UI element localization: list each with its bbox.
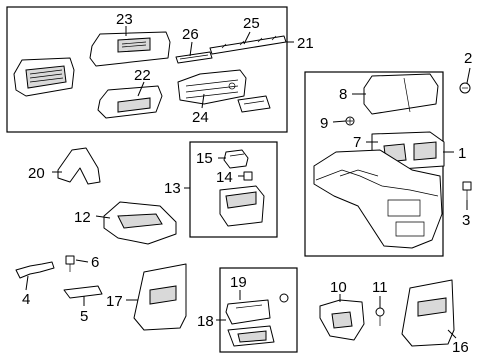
bracket-5 <box>63 285 103 299</box>
leader-24 <box>201 93 205 109</box>
bracket-20 <box>57 147 101 185</box>
callout-11: 11 <box>372 279 388 296</box>
air-vent-outlet <box>13 57 75 97</box>
callout-15: 15 <box>196 150 213 167</box>
leader-26 <box>189 41 193 57</box>
trim-strip-26 <box>175 51 213 64</box>
small-switch <box>237 95 271 113</box>
cup-holder-group-box <box>189 141 278 238</box>
switch-knob-15 <box>223 149 249 169</box>
callout-26: 26 <box>182 26 199 43</box>
bolt-11 <box>375 307 385 326</box>
control-unit-24 <box>177 69 247 105</box>
switch-panel-22 <box>97 85 163 119</box>
pocket-13 <box>219 185 265 227</box>
switch-18 <box>227 325 275 347</box>
trim-molding-25 <box>209 35 287 55</box>
callout-10: 10 <box>330 279 347 296</box>
callout-19: 19 <box>230 274 247 291</box>
armrest-lid <box>363 73 439 115</box>
clip-14 <box>243 171 253 181</box>
side-panel-16 <box>401 279 455 347</box>
console-body <box>313 149 443 249</box>
callout-17: 17 <box>106 293 123 310</box>
callout-6: 6 <box>91 254 99 271</box>
leader-22 <box>137 81 145 97</box>
leader-4 <box>25 275 29 291</box>
leader-9 <box>332 120 347 123</box>
switch-bezel-group-box <box>219 267 298 353</box>
callout-20: 20 <box>28 165 45 182</box>
bolt-3 <box>462 181 472 200</box>
callout-1: 1 <box>458 145 466 162</box>
callout-2: 2 <box>464 50 472 67</box>
vent-panel-23 <box>89 31 171 67</box>
callout-3: 3 <box>462 212 470 229</box>
callout-18: 18 <box>197 313 214 330</box>
callout-22: 22 <box>134 67 151 84</box>
callout-25: 25 <box>243 15 260 32</box>
callout-14: 14 <box>216 169 233 186</box>
upper-dash-group-box <box>6 6 288 133</box>
callout-21: 21 <box>297 35 314 52</box>
bracket-10 <box>319 299 365 341</box>
callout-13: 13 <box>164 180 181 197</box>
leader-6 <box>75 259 89 263</box>
side-panel-17 <box>133 263 187 331</box>
leader-16 <box>447 329 457 339</box>
screw-small <box>279 293 289 303</box>
callout-12: 12 <box>74 209 91 226</box>
callout-5: 5 <box>80 308 88 325</box>
leader-12 <box>95 215 111 219</box>
clip-2 <box>459 82 471 94</box>
leader-2 <box>466 67 471 84</box>
callout-24: 24 <box>192 109 209 126</box>
console-tray-12 <box>103 201 177 245</box>
callout-8: 8 <box>339 86 347 103</box>
screw-9 <box>345 116 355 126</box>
bolt-6 <box>65 255 75 272</box>
callout-7: 7 <box>353 134 361 151</box>
callout-4: 4 <box>22 291 30 308</box>
callout-9: 9 <box>320 115 328 132</box>
callout-23: 23 <box>116 11 133 28</box>
bracket-4 <box>15 261 55 279</box>
switch-bezel-19 <box>225 299 271 325</box>
callout-16: 16 <box>452 339 469 356</box>
leader-25 <box>243 31 251 45</box>
